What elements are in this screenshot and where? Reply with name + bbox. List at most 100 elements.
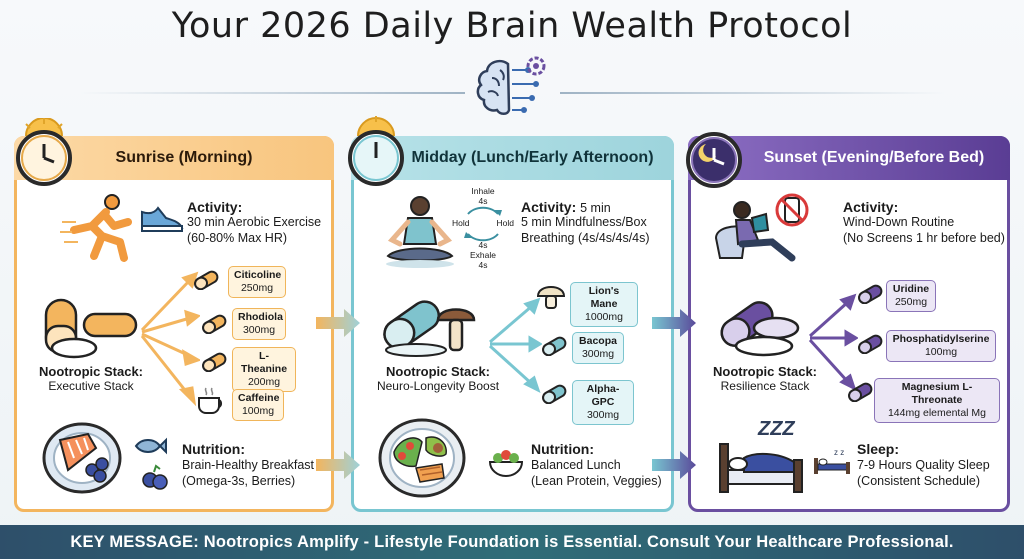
breath-hold-left: Hold xyxy=(452,218,470,228)
sunrise-nutrition-line-2: (Omega-3s, Berries) xyxy=(182,474,296,488)
coffee-cup-icon xyxy=(198,387,223,414)
sunrise-arrows xyxy=(140,271,200,407)
header-divider-right xyxy=(560,92,945,94)
flow-arrow-4 xyxy=(652,451,696,479)
mushroom-icon xyxy=(536,286,566,309)
meditation-icon xyxy=(386,196,454,268)
sunset-arrows xyxy=(808,293,858,391)
sunset-sleep-label: Sleep: xyxy=(857,441,900,457)
supp-name: Lion's Mane xyxy=(588,285,620,310)
header-divider-left xyxy=(80,92,465,94)
lunch-plate-icon xyxy=(378,418,466,498)
sunrise-activity-line-2: (60-80% Max HR) xyxy=(187,231,288,245)
midday-stack-label: Nootropic Stack: xyxy=(385,364,490,379)
sunrise-activity-label: Activity: xyxy=(187,199,243,215)
supp-dose: 144mg elemental Mg xyxy=(887,407,987,419)
sun-clock-icon xyxy=(16,118,72,186)
supp-dose: 250mg xyxy=(894,296,928,308)
zzz-text: ZZZ xyxy=(758,418,795,440)
pill-icon-rhodiola xyxy=(202,314,227,334)
supp-dose: 300mg xyxy=(581,348,615,360)
page-title: Your 2026 Daily Brain Wealth Protocol xyxy=(171,6,853,46)
supp-dose: 300mg xyxy=(242,324,276,336)
midday-arrows xyxy=(488,297,542,393)
midday-nutrition-line-1: Balanced Lunch xyxy=(531,458,621,472)
supp-dose: 200mg xyxy=(247,376,281,388)
sunset-sleep-line-2: (Consistent Schedule) xyxy=(857,474,980,488)
breath-exhale-seconds: 4s xyxy=(478,240,488,250)
supp-name: Rhodiola xyxy=(238,311,283,323)
sneaker-icon xyxy=(141,206,184,232)
fish-icon xyxy=(134,437,167,455)
breath-exhale: Exhale xyxy=(470,250,496,260)
supp-name: Uridine xyxy=(892,283,930,295)
salad-bowl-icon xyxy=(488,450,524,477)
key-message-banner: KEY MESSAGE: Nootropics Amplify - Lifest… xyxy=(0,525,1024,559)
midday-activity-line-2: Breathing (4s/4s/4s/4s) xyxy=(521,231,650,245)
no-phone-icon xyxy=(775,193,809,227)
supp-dose: 1000mg xyxy=(585,311,623,323)
midday-activity-inline: 5 min xyxy=(580,201,611,215)
flow-arrow-3 xyxy=(652,309,696,337)
supp-name: Caffeine xyxy=(238,392,280,404)
sunset-stack-label: Nootropic Stack: xyxy=(712,364,817,379)
capsules-icon xyxy=(44,298,138,359)
brain-gear-icon xyxy=(476,56,546,115)
sunrise-stack-label: Nootropic Stack: xyxy=(38,364,143,379)
midday-activity-label-text: Activity: xyxy=(521,199,577,215)
midday-nutrition-line-2: (Lean Protein, Veggies) xyxy=(531,474,662,488)
pill-icon-uridine xyxy=(858,284,883,304)
small-bed-icon: z z xyxy=(814,448,850,474)
berries-icon xyxy=(142,464,168,490)
breath-cycle-arrows xyxy=(464,206,502,242)
sunset-activity-line-2: (No Screens 1 hr before bed) xyxy=(843,231,1005,245)
midday-nutrition-label: Nutrition: xyxy=(531,441,594,457)
moon-clock-icon xyxy=(686,132,742,188)
midday-activity-label: Activity: 5 min xyxy=(521,200,611,216)
breath-exhale-seconds-2: 4s xyxy=(478,260,488,270)
box-breathing: Inhale 4s Hold Hold 4s Exhale 4s xyxy=(452,186,514,270)
supp-dose: 300mg xyxy=(586,409,620,421)
supp-name: Magnesium L-Threonate xyxy=(901,381,973,406)
runner-icon xyxy=(60,194,132,262)
supp-dose: 100mg xyxy=(924,346,958,358)
supp-name: Bacopa xyxy=(579,335,617,347)
sunset-activity-label: Activity: xyxy=(843,199,899,215)
breath-hold-right: Hold xyxy=(496,218,514,228)
midday-activity-line-1: 5 min Mindfulness/Box xyxy=(521,215,647,229)
sunset-sleep-line-1: 7-9 Hours Quality Sleep xyxy=(857,458,990,472)
breath-inhale: Inhale xyxy=(471,186,495,196)
salmon-plate-icon xyxy=(42,422,122,494)
midday-stack: Nootropic Stack: Neuro-Longevity Boost xyxy=(363,364,513,394)
midday-stack-name: Neuro-Longevity Boost xyxy=(376,379,500,393)
flow-arrow-1 xyxy=(316,309,360,337)
capsule-mushroom-icon xyxy=(383,300,476,357)
sunrise-stack: Nootropic Stack: Executive Stack xyxy=(26,364,156,394)
sunrise-stack-name: Executive Stack xyxy=(48,379,134,393)
supp-name: Citicoline xyxy=(234,269,282,281)
breath-inhale-seconds: 4s xyxy=(478,196,488,206)
sunset-activity-line-1: Wind-Down Routine xyxy=(843,215,955,229)
midday-heading: Midday (Lunch/Early Afternoon) xyxy=(351,136,674,180)
pill-icon-citicoline xyxy=(194,270,219,290)
pill-icon-ps xyxy=(858,334,883,354)
supp-dose: 250mg xyxy=(240,282,274,294)
midday-clock-icon xyxy=(348,116,404,186)
sunset-stack-name: Resilience Stack xyxy=(720,379,810,393)
svg-text:z z: z z xyxy=(834,448,844,457)
capsules-purple-icon xyxy=(720,301,800,357)
pill-icon-alphagpc xyxy=(542,384,567,404)
supp-dose: 100mg xyxy=(241,405,275,417)
sunset-stack: Nootropic Stack: Resilience Stack xyxy=(700,364,830,394)
pill-icon-theanine xyxy=(202,352,227,372)
